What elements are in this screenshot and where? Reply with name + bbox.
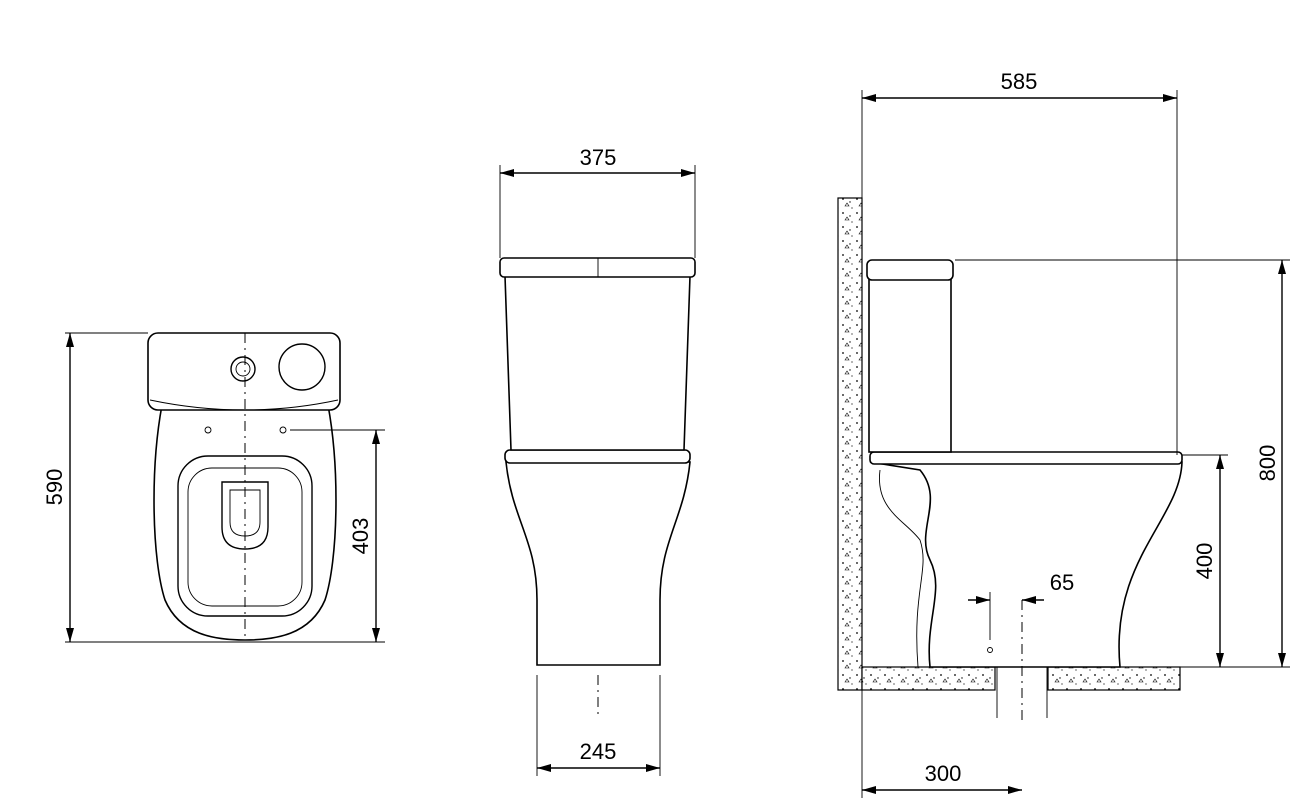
side-view: 585 800 400 65 300 xyxy=(837,69,1290,798)
fixing-height-label: 403 xyxy=(348,518,373,555)
side-view-tank-lid xyxy=(866,259,954,281)
floor-right xyxy=(1047,666,1181,691)
seat-height-label: 400 xyxy=(1192,543,1217,580)
floor-left xyxy=(861,666,996,691)
outlet-distance-label: 300 xyxy=(925,761,962,786)
front-view: 375 245 xyxy=(499,145,696,776)
width-label: 375 xyxy=(580,145,617,170)
front-view-tank-lid xyxy=(499,257,696,278)
height-label: 800 xyxy=(1255,445,1280,482)
front-view-pedestal xyxy=(505,461,691,666)
side-view-tank xyxy=(868,277,952,453)
base-width-label: 245 xyxy=(580,739,617,764)
front-view-bowl-rim xyxy=(504,449,691,464)
side-view-bowl-rim xyxy=(869,451,1183,465)
refill-cap-icon xyxy=(278,343,326,391)
top-view-bowl xyxy=(153,404,337,641)
front-view-tank xyxy=(504,275,691,451)
top-view-tank xyxy=(147,332,341,411)
top-view: 590 403 xyxy=(42,332,385,643)
side-view-bowl xyxy=(869,461,1183,668)
length-label: 585 xyxy=(1001,69,1038,94)
wall xyxy=(837,197,863,691)
outlet-offset-label: 65 xyxy=(1050,570,1074,595)
depth-label: 590 xyxy=(42,469,67,506)
flush-button-icon xyxy=(230,356,256,382)
top-view-seat xyxy=(177,455,313,617)
